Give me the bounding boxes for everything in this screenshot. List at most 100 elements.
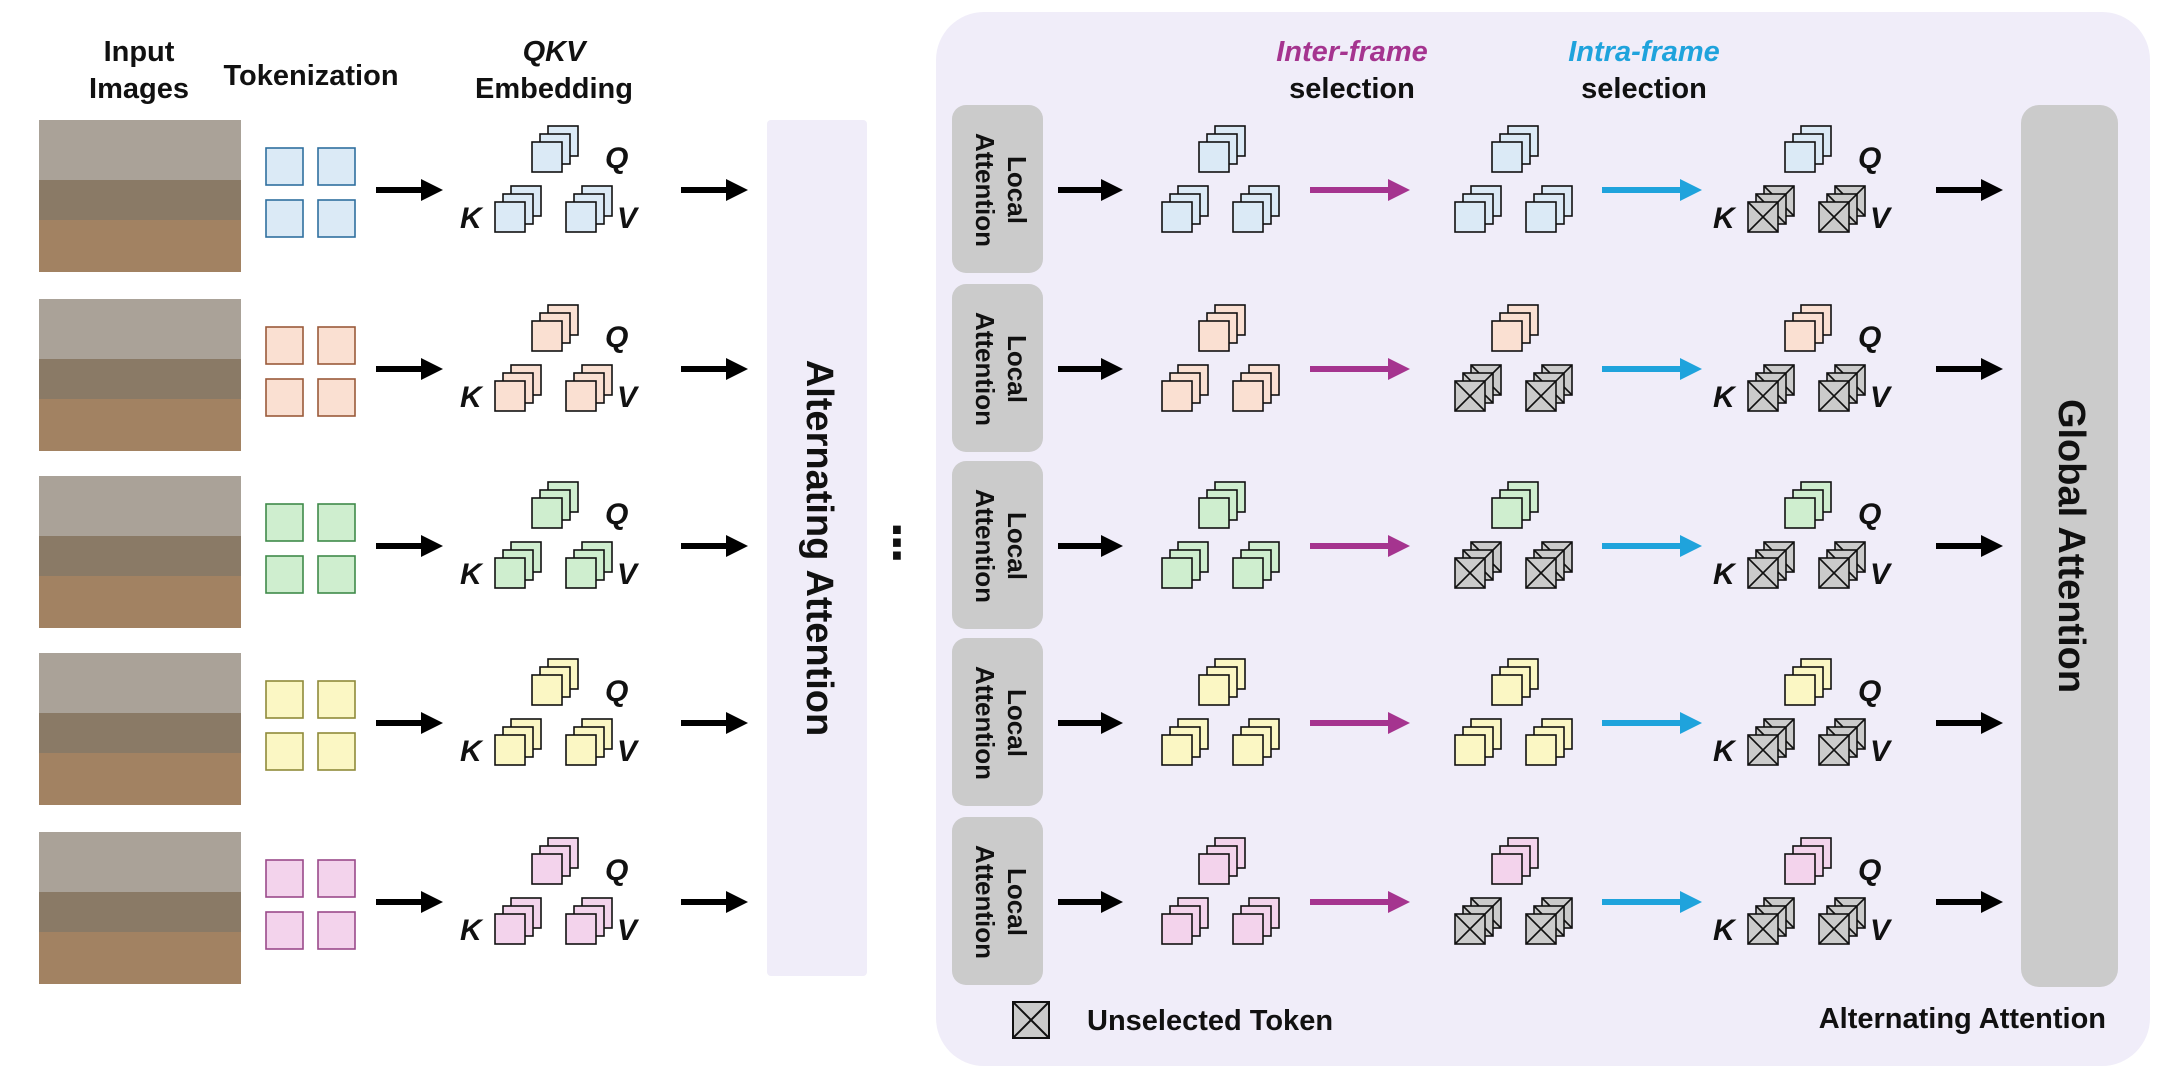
row-3-intra-tokens-v-label: V bbox=[1870, 558, 1893, 591]
row-3-local-label: Local bbox=[1002, 512, 1032, 580]
row-2-intra-tokens-q-stack bbox=[1784, 304, 1832, 352]
row-3-intra-tokens-k-stack bbox=[1747, 541, 1795, 589]
row-3-embedding-v-stack bbox=[565, 541, 613, 589]
row-1-input-image bbox=[39, 120, 241, 272]
row-5-token-grid bbox=[265, 859, 356, 950]
row-5-intra-tokens-v-stack bbox=[1818, 897, 1866, 945]
row-5-intra-tokens-q-label: Q bbox=[1858, 854, 1881, 887]
header-inter-frame: Inter-frame bbox=[1276, 36, 1428, 68]
row-3-embedding-v-label: V bbox=[617, 558, 640, 591]
row-5-local-tokens-k-stack bbox=[1161, 897, 1209, 945]
row-4-intra-tokens-k-label: K bbox=[1713, 735, 1737, 768]
row-1-embedding-k-stack bbox=[494, 185, 542, 233]
row-2-embedding-v-label: V bbox=[617, 381, 640, 414]
row-1-embedding-k-label: K bbox=[460, 202, 484, 235]
row-5-embedding-q-stack bbox=[531, 837, 579, 885]
row-1-arrow-token-to-qkv bbox=[376, 179, 443, 201]
row-4-arrow-to-global bbox=[1936, 712, 2003, 734]
row-2-intra-tokens-k-label: K bbox=[1713, 381, 1737, 414]
row-3-arrow-to-global bbox=[1936, 535, 2003, 557]
row-4-intra-tokens-v-label: V bbox=[1870, 735, 1893, 768]
row-2-intra-tokens-k-stack bbox=[1747, 364, 1795, 412]
row-2-input-image bbox=[39, 299, 241, 451]
row-2-arrow-intra-selection bbox=[1602, 358, 1702, 380]
row-4-embedding-v-label: V bbox=[617, 735, 640, 768]
row-4-embedding-q-label: Q bbox=[605, 675, 628, 708]
row-1-local-attention-box bbox=[952, 105, 1043, 273]
row-1-embedding-v-stack bbox=[565, 185, 613, 233]
row-3-arrow-local-to-tokens bbox=[1058, 535, 1123, 557]
row-2-intra-tokens-q-label: Q bbox=[1858, 321, 1881, 354]
row-5-arrow-inter-selection bbox=[1310, 891, 1410, 913]
row-3-embedding-q-label: Q bbox=[605, 498, 628, 531]
row-2-attention-label: Attention bbox=[970, 312, 1000, 426]
row-4-local-tokens-q-stack bbox=[1198, 658, 1246, 706]
row-3-intra-tokens-q-stack bbox=[1784, 481, 1832, 529]
row-4-token-grid bbox=[265, 680, 356, 771]
row-2-arrow-to-global bbox=[1936, 358, 2003, 380]
header-embedding: Embedding bbox=[475, 73, 633, 105]
row-3-inter-tokens-v-stack bbox=[1525, 541, 1573, 589]
row-5-embedding-v-stack bbox=[565, 897, 613, 945]
row-4-inter-tokens-q-stack bbox=[1491, 658, 1539, 706]
header-input-images-line1: Input bbox=[104, 36, 175, 68]
row-2-local-tokens-k-stack bbox=[1161, 364, 1209, 412]
alternating-attention-bar bbox=[767, 120, 867, 976]
row-3-local-tokens-k-stack bbox=[1161, 541, 1209, 589]
row-1-intra-tokens-v-label: V bbox=[1870, 202, 1893, 235]
row-3-inter-tokens-k-stack bbox=[1454, 541, 1502, 589]
header-intra-selection: selection bbox=[1581, 73, 1707, 105]
row-4-local-label: Local bbox=[1002, 689, 1032, 757]
row-3-embedding-k-stack bbox=[494, 541, 542, 589]
row-1-intra-tokens-q-label: Q bbox=[1858, 142, 1881, 175]
legend-unselected-token-icon bbox=[1012, 1001, 1050, 1039]
row-2-arrow-local-to-tokens bbox=[1058, 358, 1123, 380]
row-4-intra-tokens-v-stack bbox=[1818, 718, 1866, 766]
row-5-arrow-intra-selection bbox=[1602, 891, 1702, 913]
row-1-arrow-inter-selection bbox=[1310, 179, 1410, 201]
row-1-token-grid bbox=[265, 147, 356, 238]
row-4-local-attention-box bbox=[952, 638, 1043, 806]
row-2-intra-tokens-v-label: V bbox=[1870, 381, 1893, 414]
row-1-inter-tokens-q-stack bbox=[1491, 125, 1539, 173]
row-4-intra-tokens-q-label: Q bbox=[1858, 675, 1881, 708]
header-tokenization: Tokenization bbox=[223, 60, 398, 92]
row-1-local-label: Local bbox=[1002, 156, 1032, 224]
row-3-intra-tokens-q-label: Q bbox=[1858, 498, 1881, 531]
row-2-embedding-q-stack bbox=[531, 304, 579, 352]
row-4-attention-label: Attention bbox=[970, 666, 1000, 780]
row-4-intra-tokens-k-stack bbox=[1747, 718, 1795, 766]
row-3-arrow-intra-selection bbox=[1602, 535, 1702, 557]
row-1-local-tokens-q-stack bbox=[1198, 125, 1246, 173]
row-2-embedding-v-stack bbox=[565, 364, 613, 412]
row-2-embedding-k-label: K bbox=[460, 381, 484, 414]
row-2-intra-tokens-v-stack bbox=[1818, 364, 1866, 412]
row-3-intra-tokens-v-stack bbox=[1818, 541, 1866, 589]
row-5-embedding-q-label: Q bbox=[605, 854, 628, 887]
row-5-attention-label: Attention bbox=[970, 845, 1000, 959]
row-1-embedding-q-label: Q bbox=[605, 142, 628, 175]
row-3-embedding-k-label: K bbox=[460, 558, 484, 591]
row-1-arrow-to-global bbox=[1936, 179, 2003, 201]
header-qkv: QKV bbox=[523, 36, 589, 68]
row-2-inter-tokens-q-stack bbox=[1491, 304, 1539, 352]
row-1-inter-tokens-k-stack bbox=[1454, 185, 1502, 233]
header-intra-frame: Intra-frame bbox=[1568, 36, 1720, 68]
alternating-attention-panel bbox=[936, 12, 2150, 1066]
header-inter-selection: selection bbox=[1289, 73, 1415, 105]
row-3-arrow-token-to-qkv bbox=[376, 535, 443, 557]
row-5-arrow-to-global bbox=[1936, 891, 2003, 913]
row-3-token-grid bbox=[265, 503, 356, 594]
row-4-intra-tokens-q-stack bbox=[1784, 658, 1832, 706]
row-5-arrow-token-to-qkv bbox=[376, 891, 443, 913]
row-4-arrow-token-to-qkv bbox=[376, 712, 443, 734]
row-4-inter-tokens-v-stack bbox=[1525, 718, 1573, 766]
row-1-intra-tokens-v-stack bbox=[1818, 185, 1866, 233]
row-1-inter-tokens-v-stack bbox=[1525, 185, 1573, 233]
row-3-local-tokens-q-stack bbox=[1198, 481, 1246, 529]
row-1-intra-tokens-k-stack bbox=[1747, 185, 1795, 233]
row-4-arrow-qkv-to-bar bbox=[681, 712, 748, 734]
row-5-inter-tokens-v-stack bbox=[1525, 897, 1573, 945]
row-2-inter-tokens-v-stack bbox=[1525, 364, 1573, 412]
row-2-inter-tokens-k-stack bbox=[1454, 364, 1502, 412]
